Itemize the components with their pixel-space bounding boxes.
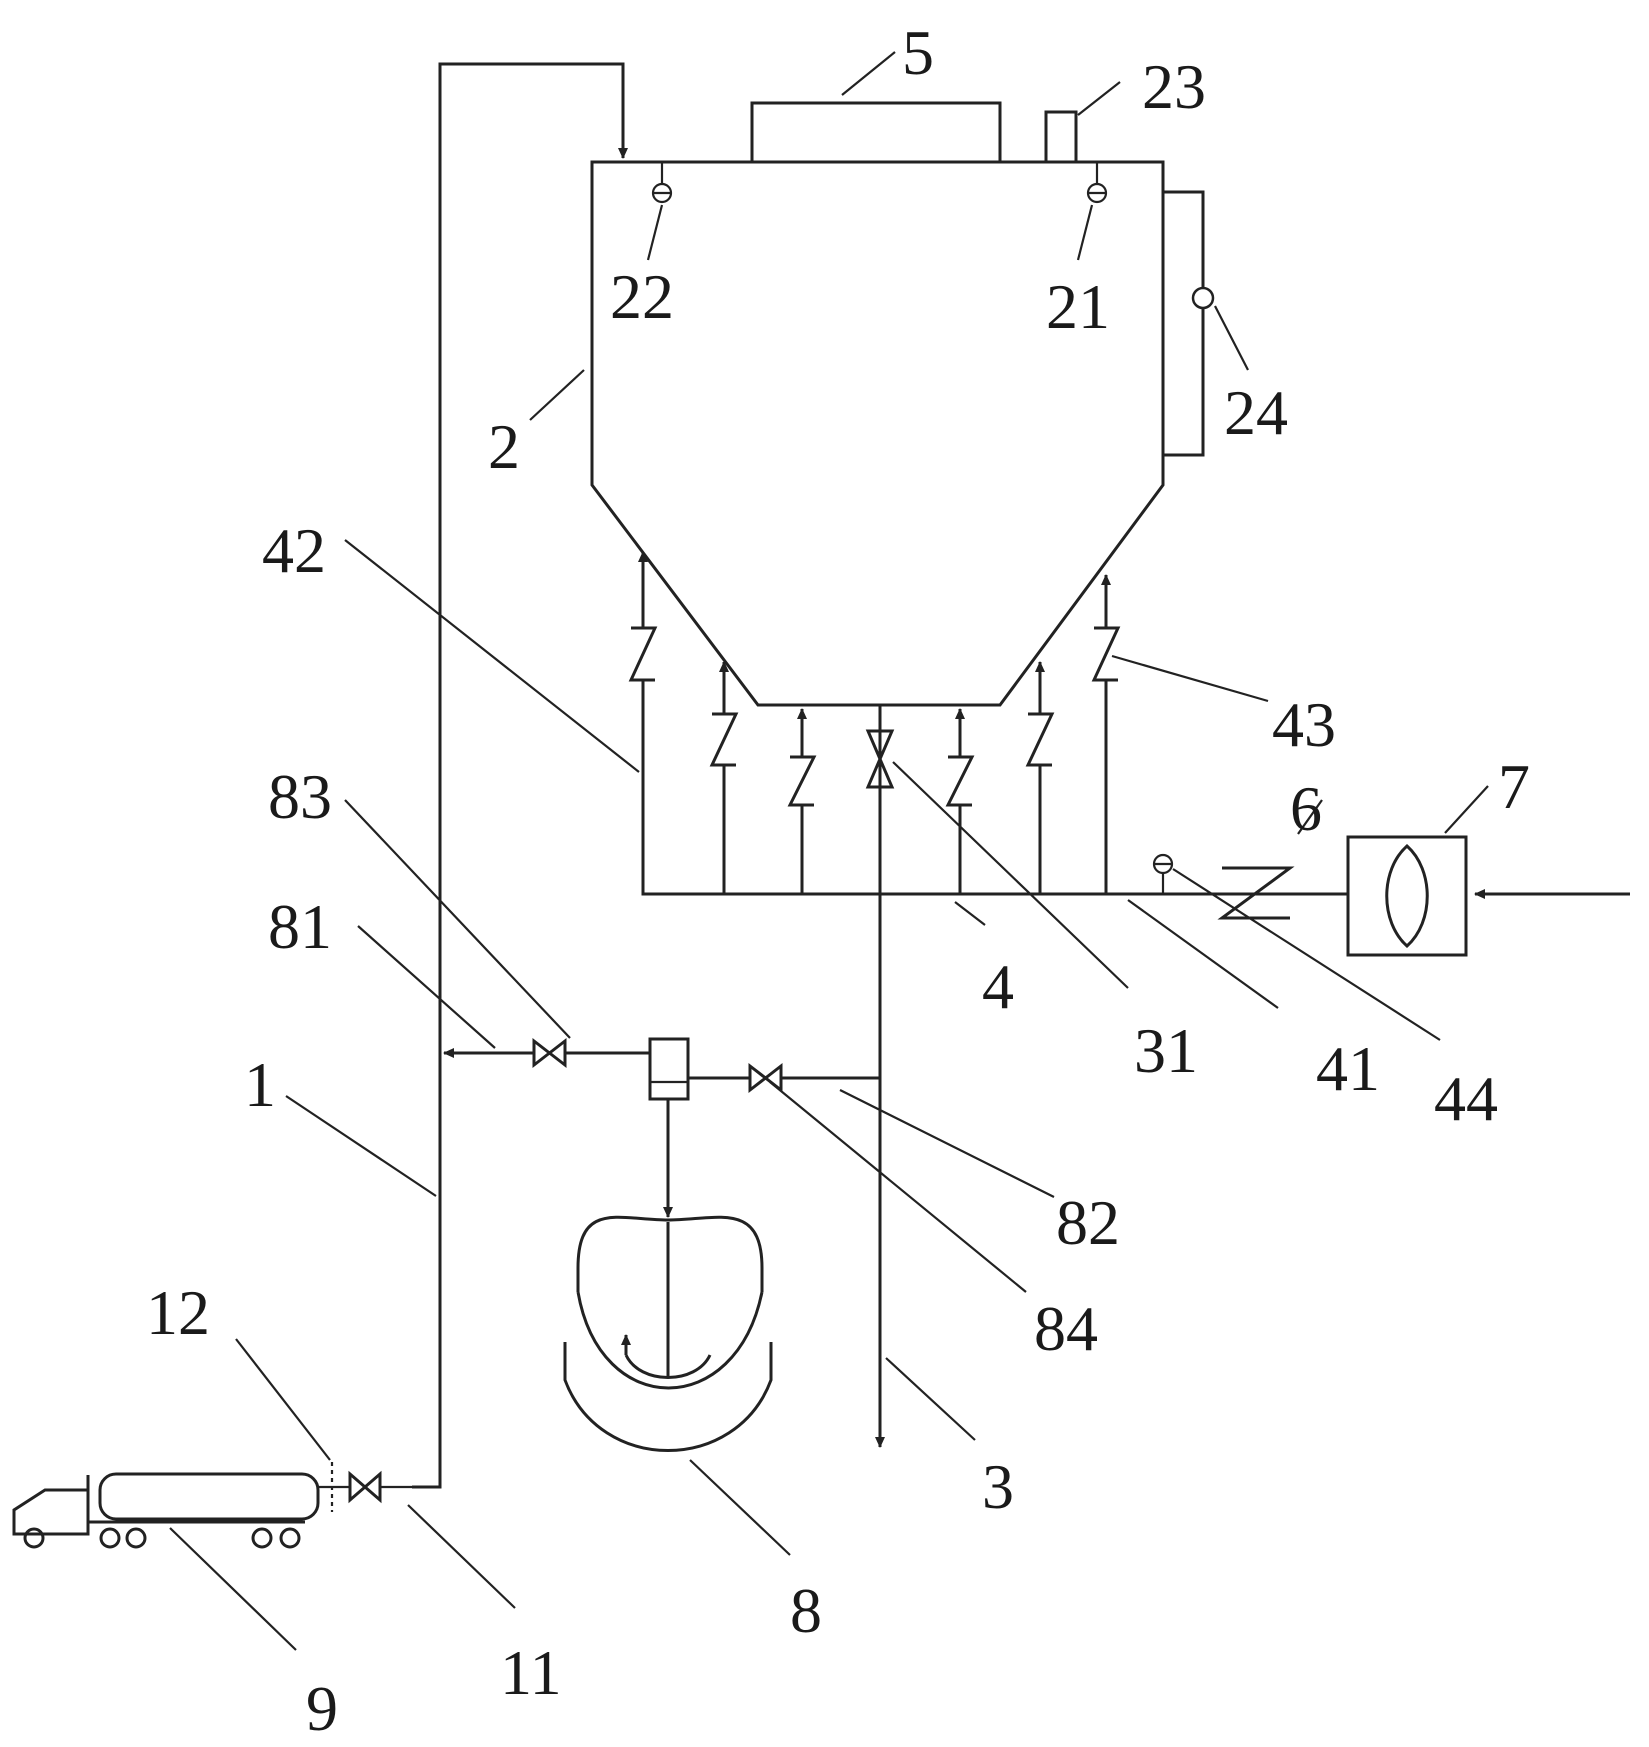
valve-31	[865, 729, 895, 789]
level-gauge-21	[1086, 162, 1108, 204]
label-3: 3	[982, 1451, 1014, 1522]
feed-pipe	[412, 62, 628, 1489]
label-81: 81	[268, 891, 332, 962]
blower	[1346, 835, 1468, 957]
reference-numerals: 5 23 22 21 24 2 42 43 6 7 83 81 4 31 41 …	[146, 17, 1530, 1744]
label-82: 82	[1056, 1187, 1120, 1258]
dust-collector	[750, 101, 1002, 164]
label-6: 6	[1290, 773, 1322, 844]
label-12: 12	[146, 1277, 210, 1348]
mixing-tank	[563, 1215, 773, 1452]
label-24: 24	[1224, 377, 1288, 448]
silo	[590, 160, 1165, 707]
label-11: 11	[500, 1637, 562, 1708]
label-44: 44	[1434, 1063, 1498, 1134]
label-9: 9	[306, 1673, 338, 1744]
check-valve-6	[1217, 866, 1295, 920]
label-5: 5	[902, 17, 934, 88]
tank-truck	[12, 1462, 350, 1549]
label-4: 4	[982, 951, 1014, 1022]
label-41: 41	[1316, 1033, 1380, 1104]
air-branches	[628, 551, 1121, 894]
label-84: 84	[1034, 1293, 1098, 1364]
label-23: 23	[1142, 51, 1206, 122]
label-2: 2	[488, 411, 520, 482]
label-8: 8	[790, 1575, 822, 1646]
label-42: 42	[262, 515, 326, 586]
vent-nozzle	[1044, 110, 1078, 164]
label-31: 31	[1134, 1015, 1198, 1086]
air-manifold	[641, 724, 1630, 899]
sampling-line	[443, 1037, 880, 1218]
leader-lines	[169, 51, 1489, 1651]
side-level-indicator	[1163, 190, 1215, 457]
valve-11	[348, 1470, 412, 1504]
level-gauge-22	[651, 162, 673, 204]
label-83: 83	[268, 761, 332, 832]
label-21: 21	[1046, 271, 1110, 342]
label-1: 1	[244, 1049, 276, 1120]
label-7: 7	[1498, 751, 1530, 822]
label-43: 43	[1272, 689, 1336, 760]
label-22: 22	[610, 261, 674, 332]
pressure-gauge-44	[1152, 853, 1174, 894]
